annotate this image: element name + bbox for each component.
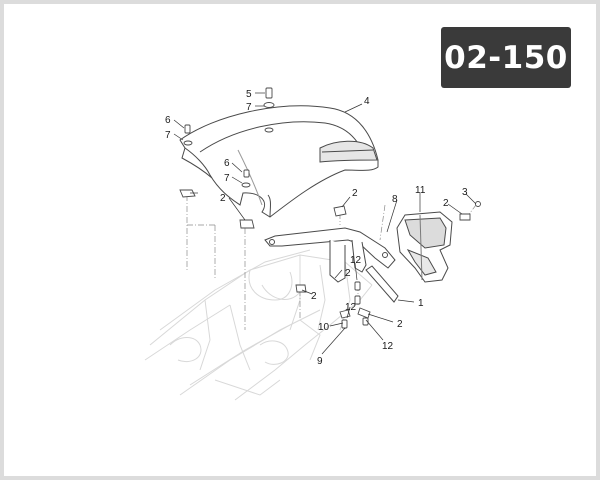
callout-2: 2 — [220, 193, 226, 204]
rear-fender — [179, 105, 379, 218]
callout-7: 7 — [165, 130, 171, 141]
callout-2: 2 — [443, 198, 449, 209]
assembly-axes — [186, 108, 477, 330]
callout-2: 2 — [345, 268, 351, 279]
callout-5: 5 — [246, 89, 252, 100]
callout-9: 9 — [317, 356, 323, 367]
callout-10: 10 — [318, 322, 330, 333]
rubber-strip — [365, 265, 399, 303]
callout-2: 2 — [311, 291, 317, 302]
callout-7: 7 — [224, 173, 230, 184]
callout-leaders — [173, 92, 477, 355]
page-code-badge: 02-150 — [441, 27, 571, 88]
callout-3: 3 — [462, 187, 468, 198]
callout-12: 12 — [382, 341, 394, 352]
frame-bolts — [341, 281, 369, 329]
callout-11: 11 — [415, 185, 426, 196]
license-plate-holder — [396, 211, 453, 283]
callout-7: 7 — [246, 102, 252, 113]
ghost-frame — [144, 249, 373, 401]
license-holder-fasteners — [459, 201, 481, 221]
callout-12: 12 — [350, 255, 362, 266]
clips — [179, 189, 371, 319]
callout-labels: 5 7 6 7 4 6 7 2 2 8 11 3 2 12 2 2 1 12 1… — [165, 89, 468, 367]
callout-8: 8 — [392, 194, 398, 205]
callout-4: 4 — [364, 96, 370, 107]
fender-fasteners — [183, 87, 275, 188]
callout-2: 2 — [352, 188, 358, 199]
callout-6: 6 — [224, 158, 230, 169]
callout-2: 2 — [397, 319, 403, 330]
callout-1: 1 — [418, 298, 424, 309]
callout-6: 6 — [165, 115, 171, 126]
rear-support-bracket — [264, 227, 396, 283]
callout-12: 12 — [345, 302, 357, 313]
